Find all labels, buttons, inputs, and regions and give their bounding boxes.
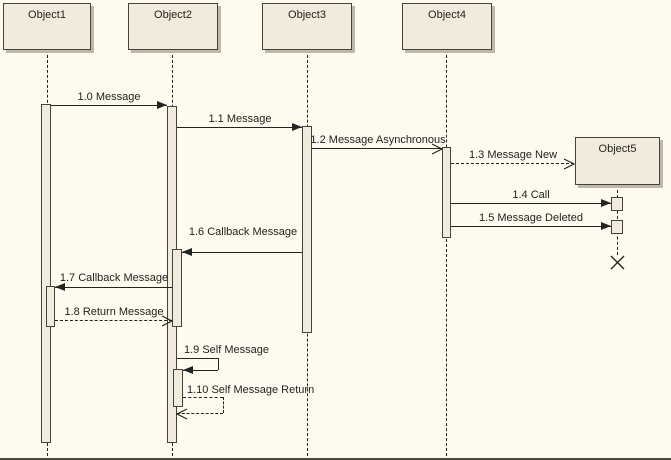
termination-x-icon [610,255,625,270]
object-box-object1[interactable]: Object1 [3,3,91,50]
message-line-1-5[interactable] [451,226,611,227]
open-arrowhead-icon [431,143,443,155]
message-line-1-10[interactable] [177,413,223,414]
message-line-1-3[interactable] [451,163,574,164]
message-label-1-10[interactable]: 1.10 Self Message Return [187,384,315,396]
message-label-1-0[interactable]: 1.0 Message [77,91,141,103]
message-label-1-8[interactable]: 1.8 Return Message [64,306,164,318]
message-line-1-1[interactable] [177,127,302,128]
activation-object5-call[interactable] [611,197,623,211]
activation-object4[interactable] [442,147,451,238]
message-label-1-3[interactable]: 1.3 Message New [468,149,558,161]
message-line-1-9[interactable] [177,358,218,359]
object-name: Object1 [28,9,66,21]
object-name: Object5 [598,143,637,155]
filled-arrowhead-icon [292,123,302,131]
filled-arrowhead-icon [182,248,192,256]
object-box-object3[interactable]: Object3 [262,3,352,50]
message-label-1-1[interactable]: 1.1 Message [208,113,272,125]
message-line-1-6[interactable] [182,252,302,253]
message-line-1-2[interactable] [312,148,442,149]
filled-arrowhead-icon [55,283,65,291]
filled-arrowhead-icon [601,199,611,207]
message-label-1-7[interactable]: 1.7 Callback Message [59,272,169,284]
object-name: Object3 [288,9,326,21]
filled-arrowhead-icon [601,222,611,230]
activation-object5-delete[interactable] [611,220,623,234]
open-arrowhead-icon [176,408,188,420]
lifeline-object4 [446,50,447,456]
activation-object3[interactable] [302,126,312,333]
message-line-1-8[interactable] [55,320,172,321]
object-box-object4[interactable]: Object4 [402,3,492,50]
message-line-1-9[interactable] [183,370,218,371]
message-line-1-9[interactable] [218,358,219,370]
open-arrowhead-icon [563,158,575,170]
message-label-1-5[interactable]: 1.5 Message Deleted [479,212,583,224]
object-box-object2[interactable]: Object2 [128,3,218,50]
open-arrowhead-icon [161,315,173,327]
filled-arrowhead-icon [183,366,193,374]
message-label-1-6[interactable]: 1.6 Callback Message [188,226,298,238]
activation-object1[interactable] [41,104,51,443]
activation-object2-nested-callback[interactable] [172,249,182,327]
message-line-1-0[interactable] [51,105,167,106]
message-line-1-10[interactable] [223,397,224,413]
activation-object2-nested-self[interactable] [173,369,183,407]
message-label-1-4[interactable]: 1.4 Call [512,189,550,201]
message-label-1-2[interactable]: 1.2 Message Asynchronous [310,134,446,146]
message-line-1-7[interactable] [55,287,172,288]
message-line-1-10[interactable] [183,397,223,398]
object-name: Object2 [154,9,192,21]
message-label-1-9[interactable]: 1.9 Self Message [184,344,269,356]
activation-object1-nested[interactable] [46,286,55,327]
object-name: Object4 [428,9,466,21]
message-line-1-4[interactable] [451,203,611,204]
object-box-object5[interactable]: Object5 [575,137,660,185]
filled-arrowhead-icon [157,101,167,109]
